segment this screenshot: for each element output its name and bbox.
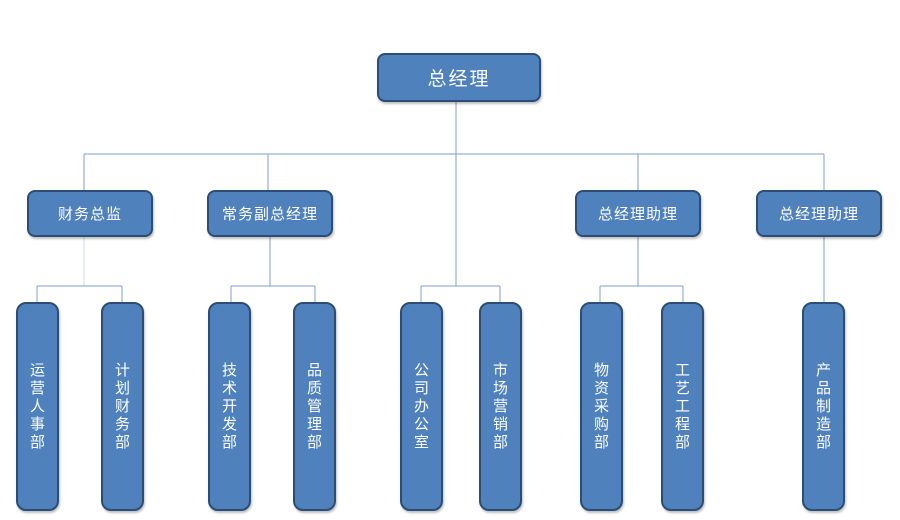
dept-node-process-engineering: 工艺工程部 [661, 302, 704, 511]
cfo-node: 财务总监 [27, 190, 153, 237]
dept-node-manufacturing: 产品制造部 [802, 302, 845, 511]
executive-vp-node: 常务副总经理 [207, 190, 333, 237]
gm-assistant-node-2: 总经理助理 [756, 190, 882, 237]
dept-node-marketing: 市场营销部 [479, 302, 522, 511]
dept-node-quality-management: 品质管理部 [293, 302, 336, 511]
dept-node-planning-finance: 计划财务部 [101, 302, 144, 511]
dept-node-tech-development: 技术开发部 [208, 302, 251, 511]
root-node: 总经理 [377, 53, 541, 102]
dept-node-company-office: 公司办公室 [400, 302, 443, 511]
dept-node-procurement: 物资采购部 [580, 302, 623, 511]
gm-assistant-node-1: 总经理助理 [575, 190, 701, 237]
dept-node-operations-hr: 运营人事部 [16, 302, 59, 511]
